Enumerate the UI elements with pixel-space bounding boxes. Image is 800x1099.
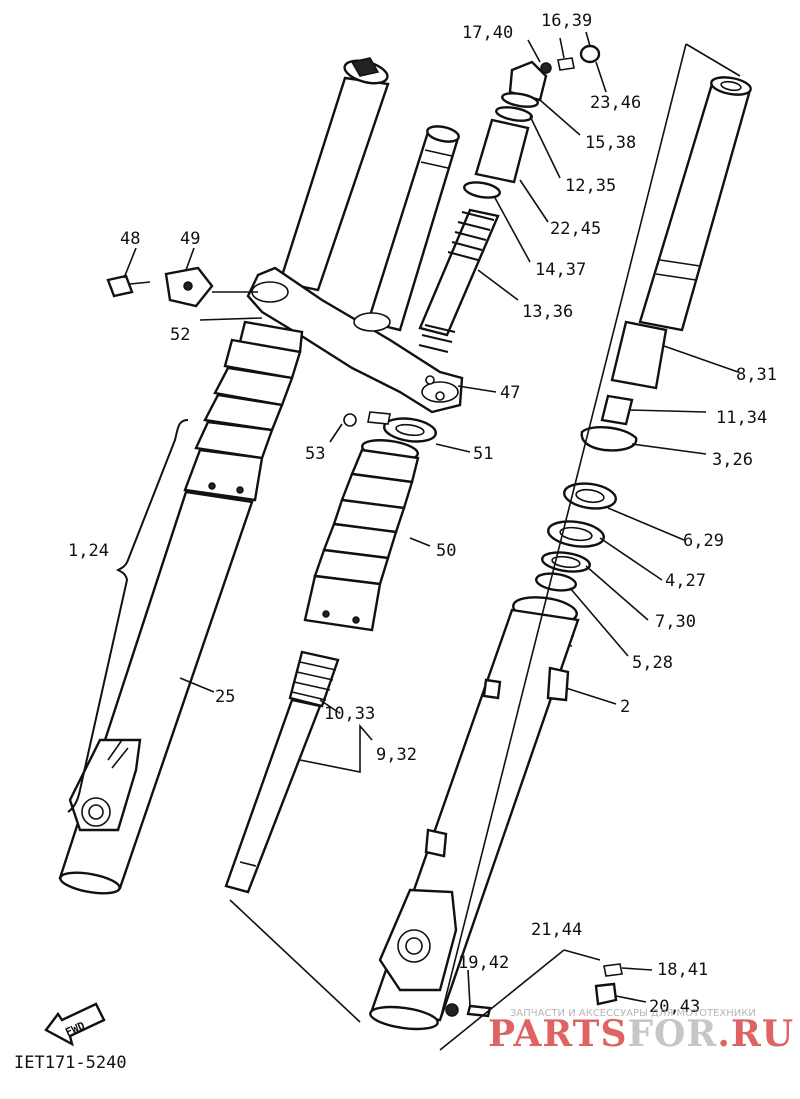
damper-rod-9-32: [224, 698, 322, 894]
bushing-11-34: [600, 394, 634, 426]
callout-6-29: 6,29: [683, 531, 724, 551]
bolt-48: [106, 274, 134, 298]
left-fork-cap-bolt: [350, 57, 380, 77]
watermark: ЗАПЧАСТИ И АКСЕССУАРЫ ДЛЯ МОТОТЕХНИКИ PA…: [488, 1008, 794, 1055]
callout-1-24: 1,24: [68, 541, 109, 561]
bleed-screw-20-43: [594, 982, 618, 1006]
right-fork-assembly: [369, 76, 752, 1031]
callout-13-36: 13,36: [522, 302, 573, 322]
callout-5-28: 5,28: [632, 653, 673, 673]
callout-22-45: 22,45: [550, 219, 601, 239]
watermark-brand-ru: .RU: [717, 1013, 794, 1055]
plug-16-39: [557, 57, 575, 71]
callout-11-34: 11,34: [716, 408, 767, 428]
washer-19-42: [445, 1003, 459, 1017]
spacer-22-45: [474, 118, 530, 184]
left-fork-assembly: [58, 57, 464, 895]
fwd-arrow: FWD: [44, 1002, 106, 1047]
bushing-8-31: [610, 320, 668, 390]
callout-16-39: 16,39: [541, 11, 592, 31]
callout-48: 48: [120, 229, 140, 249]
callout-53: 53: [305, 444, 325, 464]
callout-20-43: 20,43: [649, 997, 700, 1017]
watermark-brand-parts: PARTS: [488, 1013, 627, 1055]
callout-17-40: 17,40: [462, 23, 513, 43]
center-fork-internals: [224, 208, 500, 894]
brake-hose-holder: [106, 266, 214, 308]
left-fork-inner-tube: [278, 76, 390, 292]
under-bracket: [246, 266, 464, 414]
callout-10-33: 10,33: [324, 704, 375, 724]
callout-4-27: 4,27: [665, 571, 706, 591]
callout-2: 2: [620, 697, 630, 717]
watermark-brand-for: FOR: [627, 1013, 717, 1055]
callout-51: 51: [473, 444, 493, 464]
callout-23-46: 23,46: [590, 93, 641, 113]
diagram-code: IET171-5240: [14, 1053, 127, 1073]
washer-14-37: [463, 181, 501, 199]
callout-19-42: 19,42: [458, 953, 509, 973]
bracket-1-24: [67, 419, 189, 813]
watermark-tagline: ЗАПЧАСТИ И АКСЕССУАРЫ ДЛЯ МОТОТЕХНИКИ: [510, 1008, 756, 1019]
top-cap-parts: [463, 44, 601, 199]
callout-52: 52: [170, 325, 190, 345]
callout-47: 47: [500, 383, 520, 403]
left-fork-boot: [183, 320, 304, 502]
callout-21-44: 21,44: [531, 920, 582, 940]
fork-spring: [447, 211, 495, 261]
callout-7-30: 7,30: [655, 612, 696, 632]
center-fork-boot-50: [303, 439, 420, 632]
bolt-21-44: [466, 1004, 492, 1018]
clip-3-26: [580, 426, 638, 452]
leader-lines: [123, 31, 741, 1051]
bolt-18-41: [603, 963, 623, 977]
callout-labels: 17,40 16,39 23,46 15,38 12,35 22,45 14,3…: [68, 11, 777, 1017]
bolt-53: [343, 413, 357, 427]
callout-25: 25: [215, 687, 235, 707]
bolt-23-46: [579, 44, 601, 64]
callout-50: 50: [436, 541, 456, 561]
callout-9-32: 9,32: [376, 745, 417, 765]
callout-18-41: 18,41: [657, 960, 708, 980]
oring-15-38: [501, 92, 539, 108]
svg-text:PARTSFOR.RU: PARTSFOR.RU: [488, 1013, 794, 1055]
callout-12-35: 12,35: [565, 176, 616, 196]
washer-12-35: [495, 106, 533, 122]
fork-cap-17-40: [508, 60, 548, 102]
fork-inner-tube-13-36: [418, 208, 500, 337]
callout-15-38: 15,38: [585, 133, 636, 153]
callout-3-26: 3,26: [712, 450, 753, 470]
callout-14-37: 14,37: [535, 260, 586, 280]
clip-5-28: [534, 572, 578, 592]
callout-49: 49: [180, 229, 200, 249]
right-fork-inner-tube: [638, 82, 752, 332]
callout-8-31: 8,31: [736, 365, 777, 385]
